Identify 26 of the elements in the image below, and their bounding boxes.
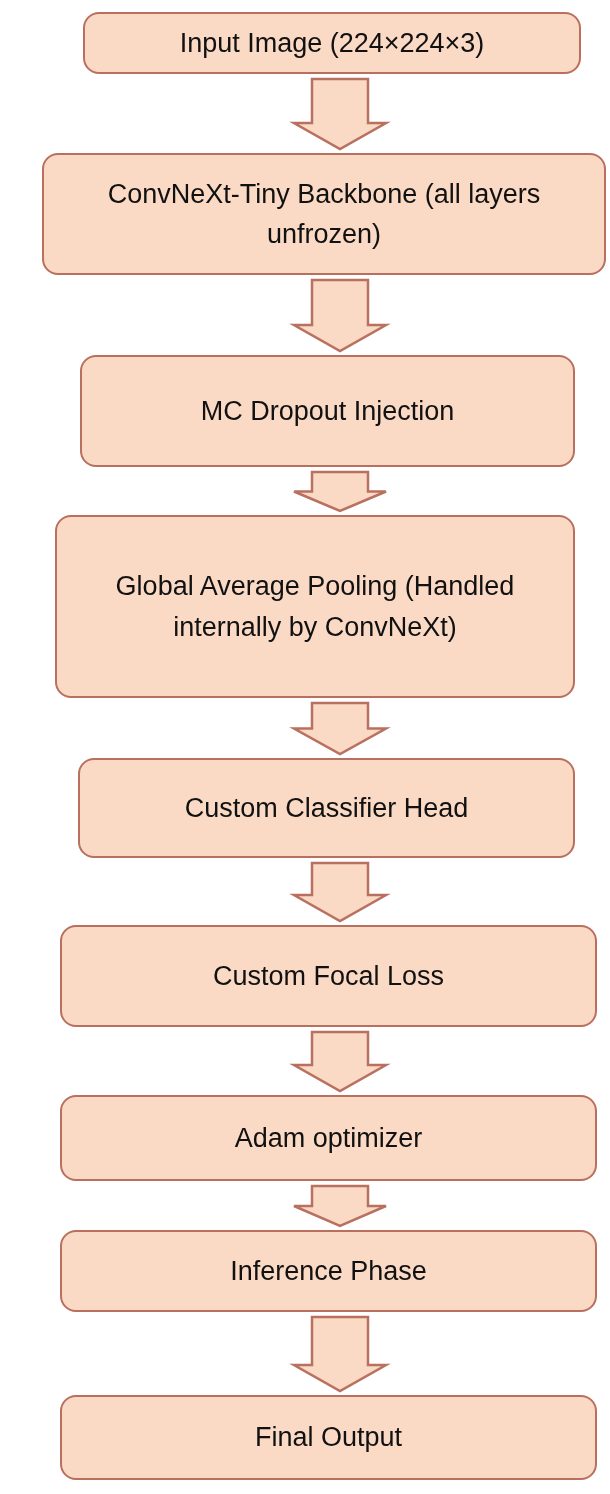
block-arrow (289, 1315, 391, 1393)
step-label: Final Output (254, 1421, 403, 1455)
block-arrow (289, 701, 391, 756)
block-arrow (289, 861, 391, 923)
block-arrow (289, 278, 391, 353)
process-box (80, 355, 575, 467)
process-box (83, 12, 581, 74)
block-arrow (289, 1030, 391, 1093)
step-label: Custom Classifier Head (184, 791, 469, 825)
step-label: Input Image (224×224×3) (179, 26, 485, 60)
block-arrow (292, 470, 388, 513)
step-label: Adam optimizer (234, 1121, 423, 1155)
process-box (60, 1230, 597, 1312)
process-box (55, 515, 575, 698)
process-box (42, 153, 606, 275)
block-arrow (289, 77, 391, 151)
process-box (78, 758, 575, 858)
process-box (60, 925, 597, 1027)
step-label: MC Dropout Injection (200, 394, 455, 428)
process-box (60, 1395, 597, 1480)
block-arrow (292, 1184, 388, 1228)
step-label: Inference Phase (230, 1254, 427, 1288)
step-label: ConvNeXt-Tiny Backbone (all layers unfrozen) (106, 177, 542, 251)
step-label: Custom Focal Loss (212, 959, 445, 993)
step-label: Global Average Pooling (Handled internally by ConvNeXt) (114, 570, 516, 644)
process-box (60, 1095, 597, 1181)
